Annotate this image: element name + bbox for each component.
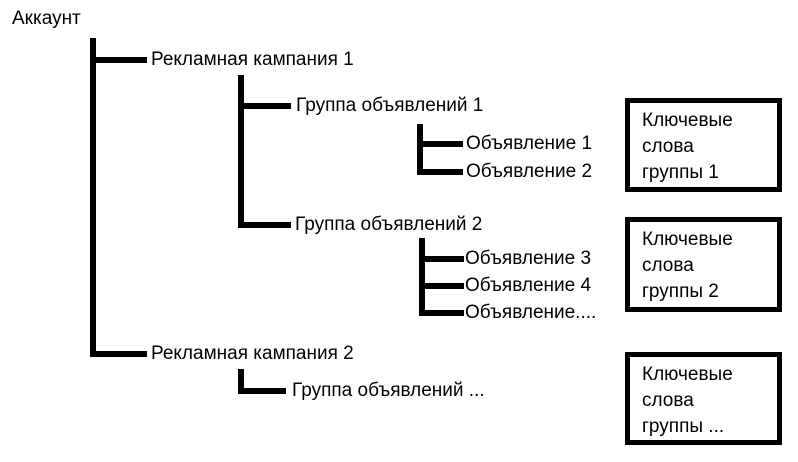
node-adgroup-2: Группа объявлений 2 xyxy=(295,214,483,235)
keywords-box-group-more: Ключевые слова группы ... xyxy=(625,352,782,445)
connector-trunk-adgroup-2 xyxy=(419,238,425,316)
connector-branch-ad-2 xyxy=(417,169,463,175)
keywords-box-line: Ключевые xyxy=(642,364,733,385)
keywords-box-line: группы 2 xyxy=(642,281,719,302)
connector-branch-adgroup-more xyxy=(238,388,286,394)
connector-branch-campaign-1 xyxy=(90,57,147,63)
node-adgroup-more: Группа объявлений ... xyxy=(292,380,485,401)
connector-branch-ad-3 xyxy=(419,256,464,262)
keywords-box-line: группы ... xyxy=(642,416,725,437)
connector-branch-adgroup-2 xyxy=(238,222,291,228)
keywords-box-line: Ключевые xyxy=(642,229,733,250)
keywords-box-group-2: Ключевые слова группы 2 xyxy=(625,217,782,312)
connector-trunk-campaign-2 xyxy=(238,369,244,394)
keywords-box-line: слова xyxy=(642,255,694,276)
connector-branch-ad-more xyxy=(419,310,464,316)
node-campaign-2: Рекламная кампания 2 xyxy=(151,343,354,364)
connector-trunk-adgroup-1 xyxy=(417,124,423,175)
keywords-box-group-1: Ключевые слова группы 1 xyxy=(625,98,782,192)
keywords-box-line: группы 1 xyxy=(642,162,719,183)
connector-trunk-account xyxy=(90,38,96,357)
node-ad-2: Объявление 2 xyxy=(466,161,593,182)
node-adgroup-1: Группа объявлений 1 xyxy=(296,95,484,116)
node-account: Аккаунт xyxy=(12,8,81,29)
connector-branch-ad-1 xyxy=(417,141,463,147)
node-ad-more: Объявление.... xyxy=(465,302,597,323)
node-ad-3: Объявление 3 xyxy=(465,248,592,269)
keywords-box-line: слова xyxy=(642,390,694,411)
connector-trunk-campaign-1 xyxy=(238,75,244,228)
keywords-box-line: Ключевые xyxy=(642,110,733,131)
connector-branch-adgroup-1 xyxy=(238,103,291,109)
keywords-box-line: слова xyxy=(642,136,694,157)
connector-branch-ad-4 xyxy=(419,283,464,289)
node-campaign-1: Рекламная кампания 1 xyxy=(151,49,354,70)
connector-branch-campaign-2 xyxy=(90,351,147,357)
node-ad-1: Объявление 1 xyxy=(466,133,593,154)
node-ad-4: Объявление 4 xyxy=(465,275,592,296)
